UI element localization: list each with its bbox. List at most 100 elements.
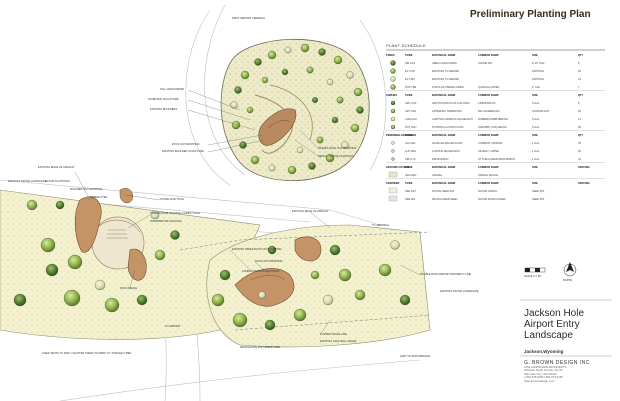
label-left-5: EXISTING NATIVE LANDSCAPE <box>8 180 47 183</box>
firm-detail-line: 105 East South Temple, Ste 50 <box>524 368 563 373</box>
project-name-line: Jackson Hole <box>524 308 585 319</box>
schedule-cell: SHRUBBY CINQUEFOIL <box>478 125 508 129</box>
schedule-cell: PEN LYA <box>405 157 416 161</box>
schedule-symbols <box>388 60 398 202</box>
schedule-cell: GROUND COVERS <box>386 165 409 169</box>
schedule-cell: WILDFLOWER SEED <box>432 197 457 201</box>
schedule-cell: EXISTING TO REMAIN <box>432 77 459 81</box>
schedule-cell: BOTANICAL NAME <box>432 181 456 185</box>
schedule-cell: 8'-10' TALL <box>532 61 545 65</box>
schedule-cell: SEE NAT <box>405 189 416 193</box>
project-name: Jackson Hole Airport Entry Landscape <box>524 308 584 341</box>
upper-island-bed <box>220 38 370 181</box>
schedule-cell: 35 <box>578 141 581 145</box>
label-mid-8: EXISTING GOLF BALL FENCE <box>320 340 357 343</box>
schedule-cell: NATIVE SEED MIX <box>432 189 455 193</box>
schedule-cell: SOD/SEED <box>386 181 400 185</box>
label-left-2: NATIVE PLANTINGS <box>45 180 70 183</box>
schedule-cell: SHRUBS <box>386 93 397 97</box>
label-left-6: TIMBER STEP <box>90 196 108 199</box>
lower-right-bed <box>179 224 431 348</box>
schedule-cell: SIZE <box>532 93 538 97</box>
schedule-cell: SEED MIX <box>532 197 545 201</box>
schedule-cell: POT FRU <box>405 125 416 129</box>
schedule-cell: SPACING <box>578 181 590 185</box>
project-location: Jackson,Wyoming <box>524 349 564 354</box>
project-name-line: Landscape <box>524 330 573 341</box>
schedule-cell: NATIVE WILDFLOWER <box>478 197 506 201</box>
firm-details: SITE LANDSCAPE ARCHITECTS 105 East South… <box>524 365 567 383</box>
north-arrow-icon <box>563 262 577 277</box>
schedule-cell: LUP ARG <box>405 149 416 153</box>
schedule-cell: SEED MIX <box>532 189 545 193</box>
schedule-cell: 5 GAL <box>532 125 540 129</box>
schedule-cell: POTENTILLA FRUTICOSA <box>432 125 464 129</box>
lower-left-trees <box>13 199 180 313</box>
schedule-cell: ACHILLEA MILLEFOLIUM <box>432 141 462 145</box>
schedule-cell: CODE <box>405 133 413 137</box>
north-label: NORTH <box>563 279 573 282</box>
firm-detail-line: SITE LANDSCAPE ARCHITECTS <box>524 365 567 369</box>
schedule-cell: 1 GAL <box>532 141 540 145</box>
schedule-cell: ABIES LASIOCARPA <box>432 61 457 65</box>
schedule-cell: GRA MUL <box>405 173 417 177</box>
schedule-cell: CODE <box>405 53 413 57</box>
schedule-cell: ARC UVA <box>405 101 417 105</box>
label-top-left-5: EXISTING BOULDER SCULPTURE <box>162 150 204 153</box>
schedule-cell: GRAVEL MULCH <box>478 173 498 177</box>
schedule-cell: 24 <box>578 77 581 81</box>
schedule-cell: 1 GAL <box>532 157 540 161</box>
schedule-cell: 5 <box>578 101 580 105</box>
schedule-cell: QUAKING ASPEN <box>478 85 499 89</box>
schedule-cell: ALPINE FIR <box>478 61 492 65</box>
schedule-cell: TREES <box>386 53 395 57</box>
schedule-cell: RUBBER RABBITBRUSH <box>478 117 508 121</box>
label-mid-5: DOUBLE ROW AIRPORT PROPERTY LINE <box>420 273 472 276</box>
schedule-cell: 12 <box>578 117 581 121</box>
label-left-7: TIMBER FROM NATIONAL FOREST SIGN <box>150 212 200 215</box>
firm-name: G. BROWN DESIGN INC <box>524 360 590 366</box>
firm-detail-line: Salt Lake City, Utah 84111 <box>524 371 557 376</box>
label-mid-6: EXISTING NATIVE LANDSCAPE <box>440 290 479 293</box>
scale-bar <box>524 267 546 273</box>
schedule-cell: 2" CAL. <box>532 85 541 89</box>
schedule-cell: QTY <box>578 93 584 97</box>
schedule-title: PLANT SCHEDULE <box>386 43 426 48</box>
label-bottom-left: LINED TENTS TO PATH / SCATTER TREES TO M… <box>42 352 132 355</box>
label-top-left-4: ROCK OUTCROPPING <box>172 143 200 146</box>
schedule-cell: SEE WIL <box>405 197 416 201</box>
label-top-right-1: BASKET ROCK OUTCROPPING <box>318 147 357 150</box>
schedule-cell: CODE <box>405 181 413 185</box>
leader-lines <box>74 89 421 336</box>
schedule-cell: QTY <box>578 133 584 137</box>
label-left-3: BOULDER OUTCROPPING <box>70 188 103 191</box>
scale-label: SCALE 1"= 80' <box>524 275 542 278</box>
schedule-cell: SIZE <box>532 165 538 169</box>
label-to-terminal: TO TERMINAL <box>372 224 390 227</box>
schedule-cell: COMMON NAME <box>478 181 499 185</box>
schedule-cell: CODE <box>405 93 413 97</box>
schedule-cell: 5 GAL <box>532 101 540 105</box>
schedule-cell: SPACING <box>578 165 590 169</box>
schedule-cell: CHR NAU <box>405 117 417 121</box>
schedule-cell: ARCTOSTAPHYLOS UVA-URSI <box>432 101 470 105</box>
schedule-cell: COMMON NAME <box>478 53 499 57</box>
schedule-cell: EXISTING <box>532 77 544 81</box>
schedule-cell: 7 <box>578 85 580 89</box>
schedule-cell: SIZE <box>532 181 538 185</box>
label-left-8: INTERPRETIVE SIGNAGE <box>150 220 182 223</box>
schedule-cell: BOTANICAL NAME <box>432 93 456 97</box>
schedule-cell: 44 <box>578 157 581 161</box>
schedule-cell: COMMON YARROW <box>478 141 503 145</box>
firm-detail-line: p 801.575.6066 f 801.575.6166 <box>524 375 563 380</box>
schedule-cell: POP TRE <box>405 85 417 89</box>
schedule-cell: COMMON NAME <box>478 93 499 97</box>
schedule-cell: COMMON NAME <box>478 133 499 137</box>
schedule-cell: CHRYSOTHAMNUS NAUSEOSUS <box>432 117 473 121</box>
label-top-left-2: 'INVERTED' SCULPTURE <box>148 98 179 101</box>
schedule-cell: COMMON NAME <box>478 165 499 169</box>
schedule-cell: 6 <box>578 61 580 65</box>
label-mid-4: CANDIDATE ROCK MOUNTAIN <box>242 270 280 273</box>
lower-right-trees <box>211 240 411 331</box>
schedule-cell: 5 GAL <box>532 117 540 121</box>
